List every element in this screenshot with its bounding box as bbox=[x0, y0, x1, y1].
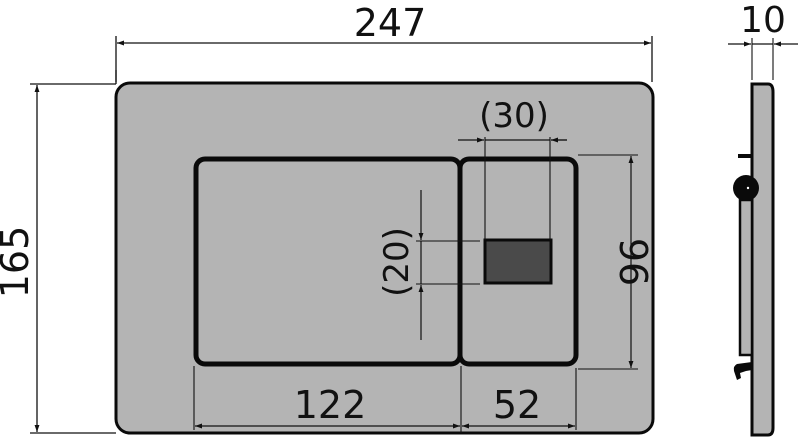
side-view: 10 bbox=[728, 0, 798, 437]
dimension-button-height: 96 bbox=[578, 154, 655, 370]
front-view bbox=[114, 81, 655, 435]
dimension-window-width: (30) bbox=[458, 96, 567, 240]
side-plate-profile bbox=[750, 82, 775, 437]
thickness-label: 10 bbox=[740, 0, 786, 41]
dimension-overall-height: 165 bbox=[0, 70, 117, 434]
overall-height-label: 165 bbox=[0, 226, 37, 299]
side-top-clip bbox=[738, 154, 752, 158]
sensor-window bbox=[483, 238, 553, 285]
dimension-button-widths: 122 52 bbox=[193, 366, 577, 433]
button-height-label: 96 bbox=[611, 238, 655, 286]
dimension-window-height: (20) bbox=[377, 190, 480, 340]
window-height-label: (20) bbox=[377, 227, 417, 297]
side-mounting-frame bbox=[738, 198, 754, 357]
overall-width-label: 247 bbox=[354, 1, 427, 45]
small-button-width-label: 52 bbox=[493, 383, 541, 427]
side-knob bbox=[733, 175, 759, 201]
large-button-width-label: 122 bbox=[294, 383, 367, 427]
dimension-overall-width: 247 bbox=[115, 1, 653, 82]
side-bottom-hook bbox=[733, 362, 752, 380]
dimension-thickness: 10 bbox=[728, 0, 798, 80]
window-width-label: (30) bbox=[479, 96, 549, 136]
